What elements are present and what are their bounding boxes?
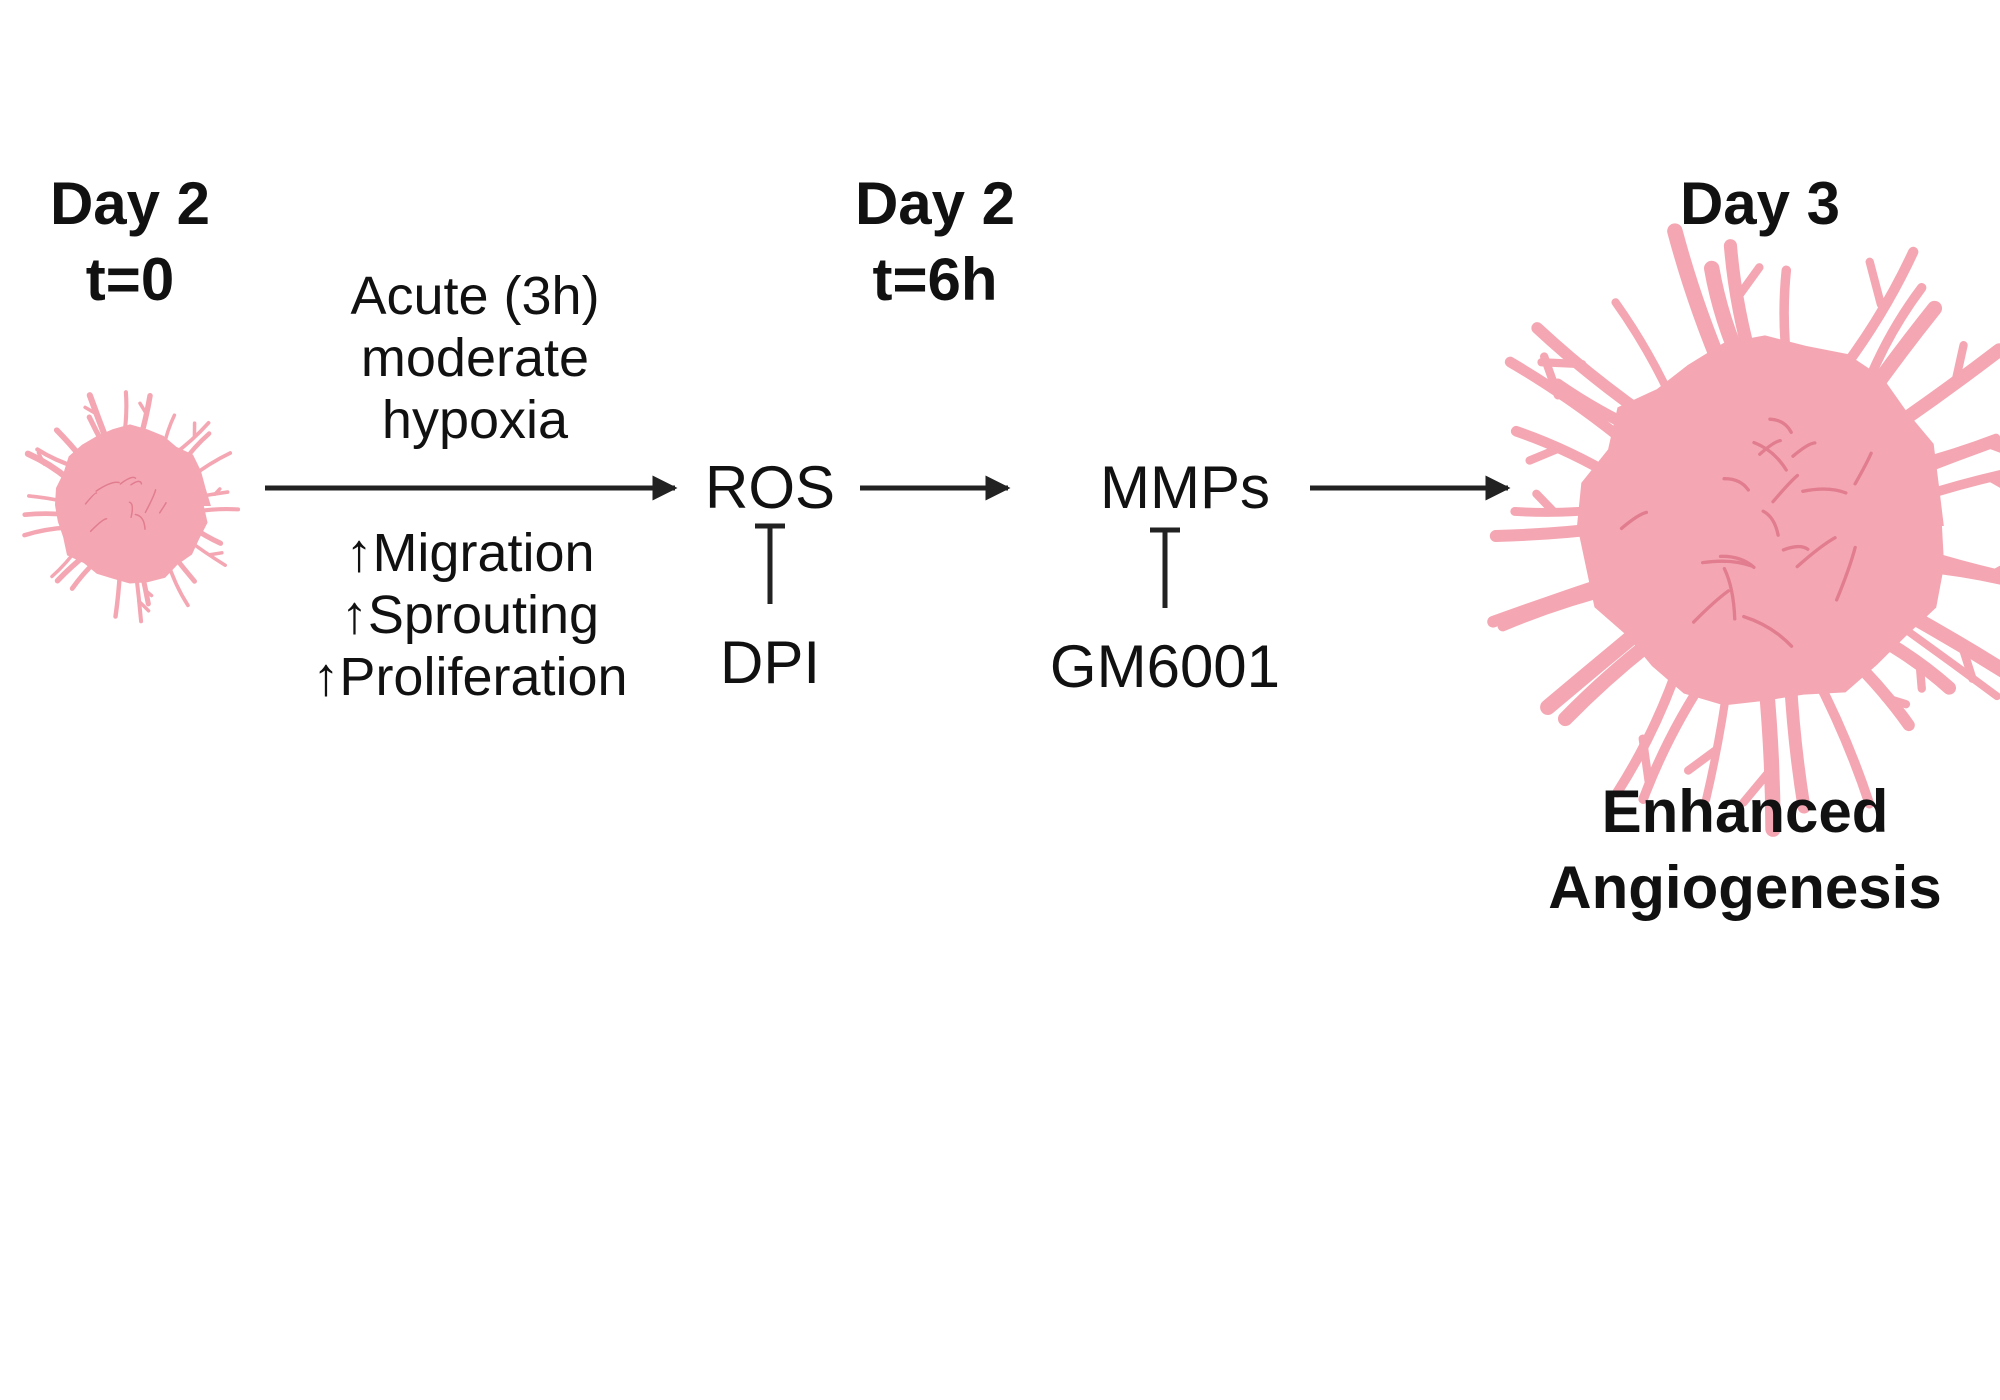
condition-line-1: Acute (3h) bbox=[350, 266, 600, 326]
outcome-label: Enhanced Angiogenesis bbox=[1510, 774, 1980, 926]
stage-mid-time: t=6h bbox=[872, 246, 998, 313]
stage-mid-heading: Day 2 t=6h bbox=[815, 166, 1055, 318]
effect-sprouting: ↑Sprouting bbox=[340, 585, 600, 645]
stage-end-day: Day 3 bbox=[1679, 170, 1841, 237]
condition-line-2: moderate bbox=[360, 328, 590, 388]
hypoxia-condition-label: Acute (3h) moderate hypoxia bbox=[295, 265, 655, 451]
node-mmps: MMPs bbox=[1100, 454, 1270, 521]
inhibition-bar-dpi bbox=[755, 523, 785, 604]
inhibition-bar-gm6001 bbox=[1150, 527, 1180, 608]
inhibitor-dpi: DPI bbox=[719, 629, 821, 696]
effect-proliferation: ↑Proliferation bbox=[312, 647, 628, 707]
stage-start-time: t=0 bbox=[85, 246, 175, 313]
condition-line-3: hypoxia bbox=[381, 390, 569, 450]
effects-list: ↑Migration ↑Sprouting ↑Proliferation bbox=[260, 522, 680, 708]
stage-start-day: Day 2 bbox=[49, 170, 211, 237]
effect-migration: ↑Migration bbox=[345, 523, 595, 583]
stage-end-heading: Day 3 bbox=[1640, 166, 1880, 242]
small-spheroid-image bbox=[22, 390, 241, 624]
stage-start-heading: Day 2 t=0 bbox=[10, 166, 250, 318]
outcome-line-1: Enhanced bbox=[1601, 778, 1889, 845]
inhibitor-gm6001: GM6001 bbox=[1049, 633, 1281, 700]
sprouting-spheroid-image bbox=[1487, 223, 2000, 837]
stage-mid-day: Day 2 bbox=[854, 170, 1016, 237]
node-ros: ROS bbox=[704, 454, 836, 521]
outcome-line-2: Angiogenesis bbox=[1548, 854, 1942, 921]
